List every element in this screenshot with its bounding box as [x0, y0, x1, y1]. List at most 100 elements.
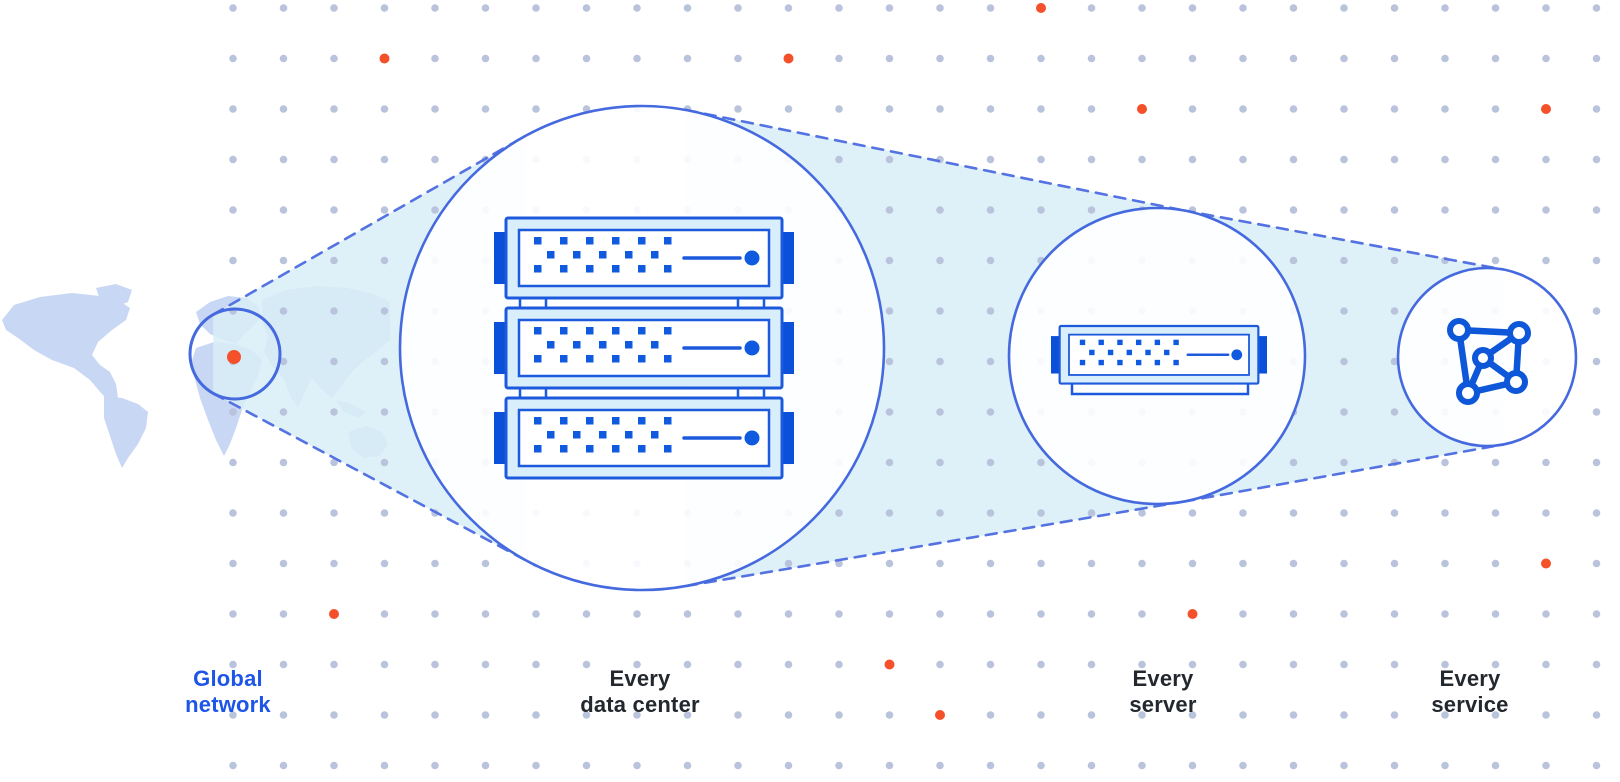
grid-dot — [1542, 509, 1550, 517]
grid-dot — [1592, 307, 1601, 315]
grid-dot — [1542, 711, 1550, 719]
grid-dot — [683, 54, 692, 63]
grid-dot — [380, 4, 389, 12]
grid-dot — [1289, 256, 1298, 265]
grid-dot — [481, 4, 490, 12]
grid-dot — [1188, 105, 1197, 113]
grid-dot — [1087, 610, 1096, 618]
grid-dot — [330, 256, 338, 265]
grid-dot — [1087, 54, 1096, 63]
accent-dot — [783, 53, 794, 64]
grid-dot — [1390, 509, 1399, 517]
grid-dot — [936, 256, 944, 265]
grid-dot — [986, 660, 995, 669]
grid-dot — [1491, 509, 1500, 517]
grid-dot — [1087, 711, 1096, 719]
grid-dot — [1138, 155, 1146, 164]
grid-dot — [1138, 54, 1146, 63]
grid-dot — [330, 155, 338, 164]
grid-dot — [936, 206, 944, 214]
grid-dot — [633, 4, 641, 12]
grid-dot — [1289, 4, 1298, 12]
grid-dot — [784, 610, 793, 618]
cone-dash-lower-3 — [1182, 443, 1505, 503]
grid-dot — [1441, 105, 1449, 113]
grid-dot — [582, 711, 591, 719]
grid-dot — [1491, 660, 1500, 669]
grid-dot — [1188, 509, 1197, 517]
grid-dot — [481, 559, 490, 568]
grid-dot — [1340, 307, 1348, 315]
grid-dot — [1390, 54, 1399, 63]
grid-dot — [1441, 4, 1449, 12]
grid-dot — [885, 155, 894, 164]
grid-dot — [1138, 509, 1146, 517]
grid-dot — [380, 660, 389, 669]
accent-dot — [379, 53, 390, 64]
grid-dot — [431, 660, 439, 669]
grid-dot — [330, 105, 338, 113]
grid-dot — [1592, 610, 1601, 618]
grid-dot — [1592, 408, 1601, 416]
grid-dot — [1037, 761, 1045, 770]
grid-dot — [330, 660, 338, 669]
grid-dot — [1592, 761, 1601, 770]
grid-dot — [481, 54, 490, 63]
grid-dot — [1087, 155, 1096, 164]
grid-dot — [986, 711, 995, 719]
grid-dot — [1390, 711, 1399, 719]
grid-dot — [380, 155, 389, 164]
label-every-service: Every service — [1431, 666, 1508, 718]
grid-dot — [1491, 155, 1500, 164]
grid-dot — [229, 408, 237, 416]
grid-dot — [936, 509, 944, 517]
grid-dot — [1087, 761, 1096, 770]
grid-dot — [1037, 206, 1045, 214]
grid-dot — [229, 458, 237, 467]
grid-dot — [1239, 660, 1247, 669]
grid-dot — [1441, 660, 1449, 669]
grid-dot — [1491, 711, 1500, 719]
grid-dot — [1289, 559, 1298, 568]
grid-dot — [1390, 307, 1399, 315]
grid-dot — [1138, 4, 1146, 12]
grid-dot — [279, 559, 288, 568]
grid-dot — [1542, 458, 1550, 467]
grid-dot — [986, 509, 995, 517]
grid-dot — [1037, 155, 1045, 164]
grid-dot — [683, 610, 692, 618]
grid-dot — [380, 509, 389, 517]
grid-dot — [279, 610, 288, 618]
grid-dot — [431, 610, 439, 618]
label-line: service — [1431, 692, 1509, 717]
grid-dot — [229, 54, 237, 63]
grid-dot — [1037, 509, 1045, 517]
grid-dot — [936, 307, 944, 315]
grid-dot — [986, 206, 995, 214]
grid-dot — [1239, 4, 1247, 12]
grid-dot — [1441, 761, 1449, 770]
grid-dot — [582, 610, 591, 618]
cone-dash-lower-1 — [211, 392, 527, 562]
grid-dot — [835, 155, 843, 164]
grid-dot — [532, 660, 540, 669]
grid-dot — [1592, 256, 1601, 265]
grid-dot — [1138, 559, 1146, 568]
grid-dot — [1592, 155, 1601, 164]
grid-dot — [1037, 610, 1045, 618]
grid-dot — [885, 357, 894, 366]
grid-dot — [1138, 610, 1146, 618]
grid-dot — [380, 105, 389, 113]
grid-dot — [279, 660, 288, 669]
grid-dot — [330, 509, 338, 517]
grid-dot — [279, 155, 288, 164]
grid-dot — [936, 559, 944, 568]
grid-dot — [1340, 357, 1348, 366]
grid-dot — [986, 357, 995, 366]
grid-dot — [1239, 761, 1247, 770]
cone-dash-upper-1 — [211, 134, 527, 316]
grid-dot — [885, 509, 894, 517]
grid-dot — [885, 610, 894, 618]
grid-dot — [1592, 458, 1601, 467]
grid-dot — [1592, 54, 1601, 63]
